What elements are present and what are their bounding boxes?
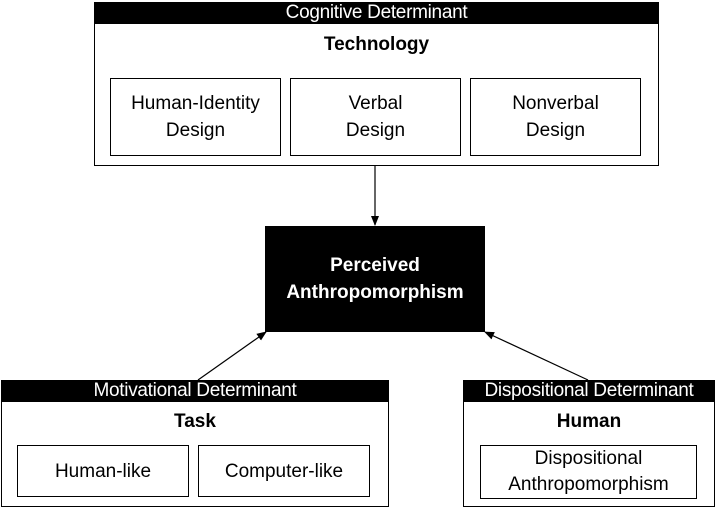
box-line: Nonverbal (512, 93, 599, 114)
dispositional-determinant-header: Dispositional Determinant (463, 380, 715, 402)
center-line: Anthropomorphism (286, 282, 464, 303)
perceived-anthropomorphism-box: Perceived Anthropomorphism (265, 226, 485, 332)
box-line: Computer-like (224, 460, 344, 482)
dispositional-anthropomorphism-box: Dispositional Anthropomorphism (480, 445, 697, 499)
technology-title: Technology (323, 34, 430, 55)
motivational-determinant-header: Motivational Determinant (1, 380, 389, 402)
box-line: Design (345, 120, 406, 141)
task-title: Task (174, 411, 216, 432)
box-line: Human-like (54, 460, 152, 482)
center-line: Perceived (330, 255, 420, 276)
arrow-motivational-to-center (197, 331, 267, 381)
human-identity-design-box: Human-Identity Design (110, 78, 281, 156)
human-title: Human (556, 411, 622, 432)
cognitive-determinant-header: Cognitive Determinant (94, 2, 659, 24)
box-line: Verbal (348, 93, 403, 114)
box-line: Human-Identity (131, 93, 260, 114)
box-line: Anthropomorphism (508, 474, 669, 495)
box-line: Dispositional (534, 448, 643, 469)
box-line: Design (165, 120, 226, 141)
box-line: Design (525, 120, 586, 141)
nonverbal-design-box: Nonverbal Design (470, 78, 641, 156)
computer-like-box: Computer-like (198, 445, 370, 497)
human-like-box: Human-like (17, 445, 189, 497)
arrow-dispositional-to-center (484, 331, 589, 381)
verbal-design-box: Verbal Design (290, 78, 461, 156)
